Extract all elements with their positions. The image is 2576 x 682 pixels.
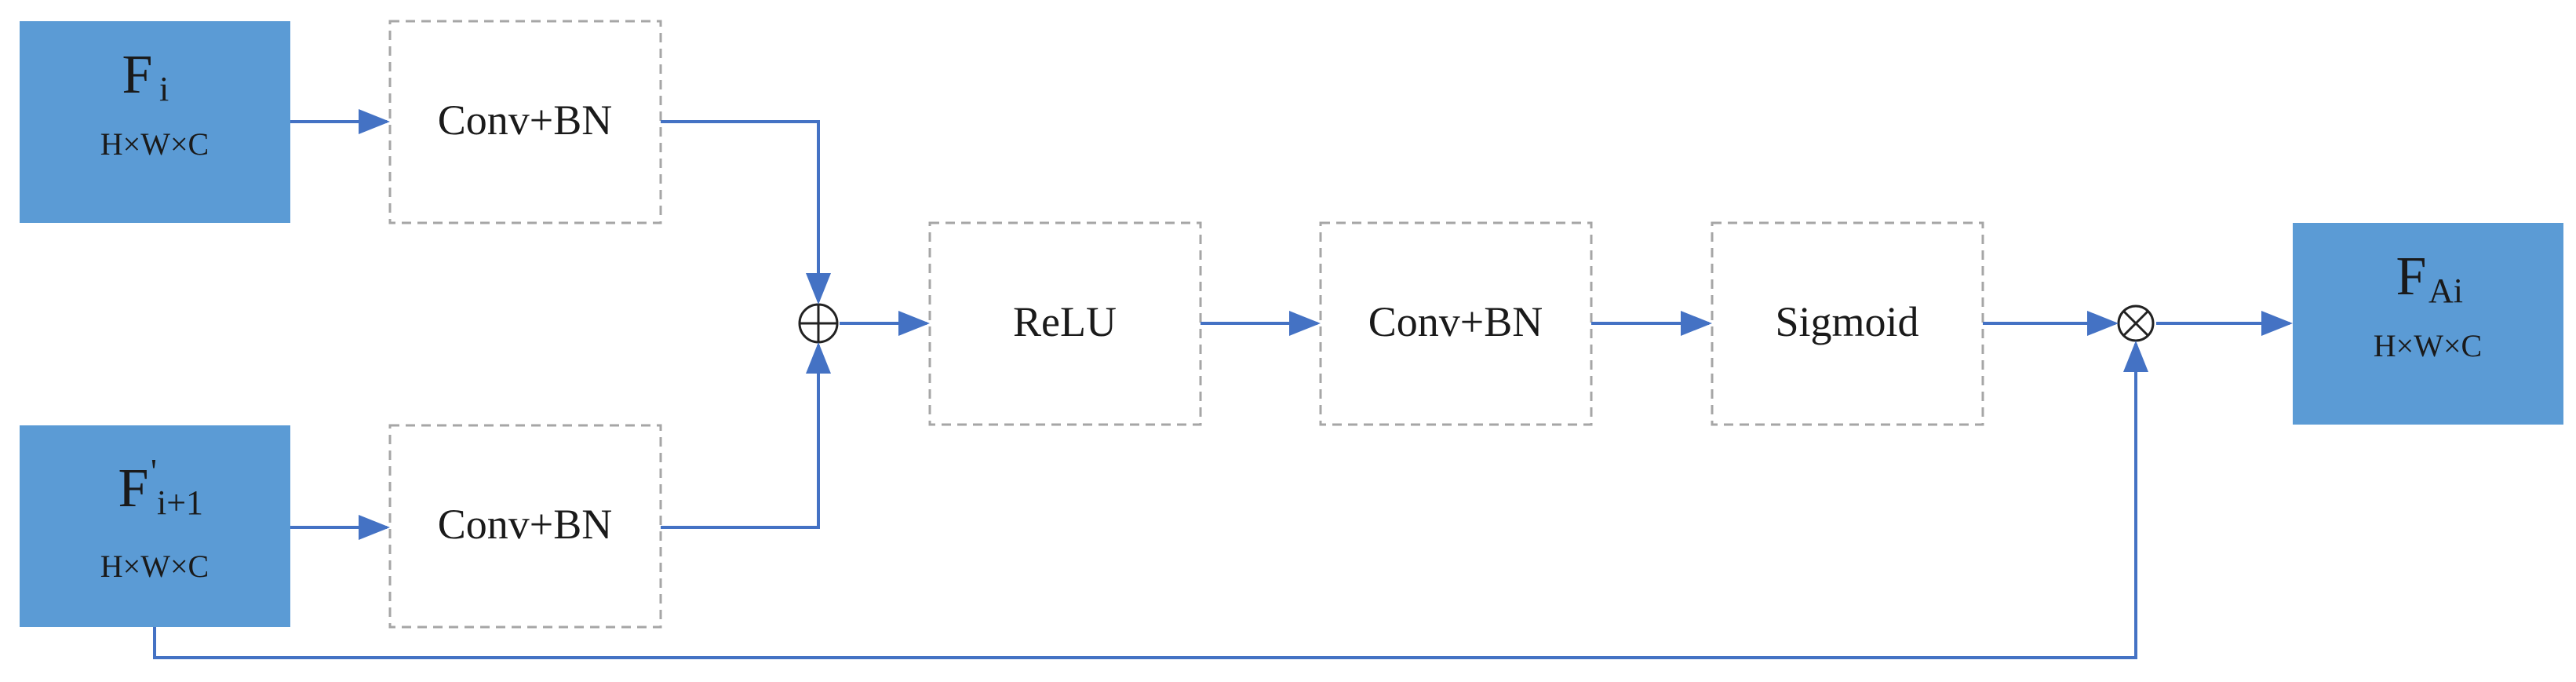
input-fi-symbol: F — [122, 45, 153, 105]
conv-bn-mid-block: Conv+BN — [1319, 221, 1593, 426]
relu-label: ReLU — [1013, 298, 1117, 345]
conv-bn-top-block: Conv+BN — [388, 20, 662, 224]
input-fi1-superscript: ' — [151, 452, 157, 491]
input-fi1-block: F ' i+1 H×W×C — [20, 425, 290, 627]
output-fai-dims: H×W×C — [2374, 328, 2482, 363]
input-fi1-subscript: i+1 — [157, 483, 203, 522]
relu-block: ReLU — [928, 221, 1202, 426]
conv-bn-mid-label: Conv+BN — [1368, 298, 1543, 345]
conv-bn-bottom-block: Conv+BN — [388, 424, 662, 629]
input-fi-subscript: i — [159, 70, 169, 108]
conv-bn-top-label: Conv+BN — [438, 97, 613, 144]
output-fai-block: F Ai H×W×C — [2293, 223, 2563, 425]
input-fi-block: F i H×W×C — [20, 21, 290, 223]
arrow-conv-top-to-add — [661, 120, 831, 305]
multiply-operator-icon — [2117, 305, 2155, 342]
sigmoid-label: Sigmoid — [1775, 298, 1918, 345]
arrow-conv-bottom-to-add — [661, 342, 831, 529]
sigmoid-block: Sigmoid — [1711, 221, 1984, 426]
input-fi-dims: H×W×C — [100, 126, 209, 162]
input-fi1-dims: H×W×C — [100, 549, 209, 584]
output-fai-subscript: Ai — [2428, 272, 2463, 310]
output-fai-symbol: F — [2396, 246, 2427, 307]
conv-bn-bottom-label: Conv+BN — [438, 501, 613, 548]
add-operator-icon — [798, 303, 839, 344]
input-fi1-symbol: F — [118, 458, 149, 519]
arrow-fi1-skip-to-multiply — [153, 341, 2148, 659]
